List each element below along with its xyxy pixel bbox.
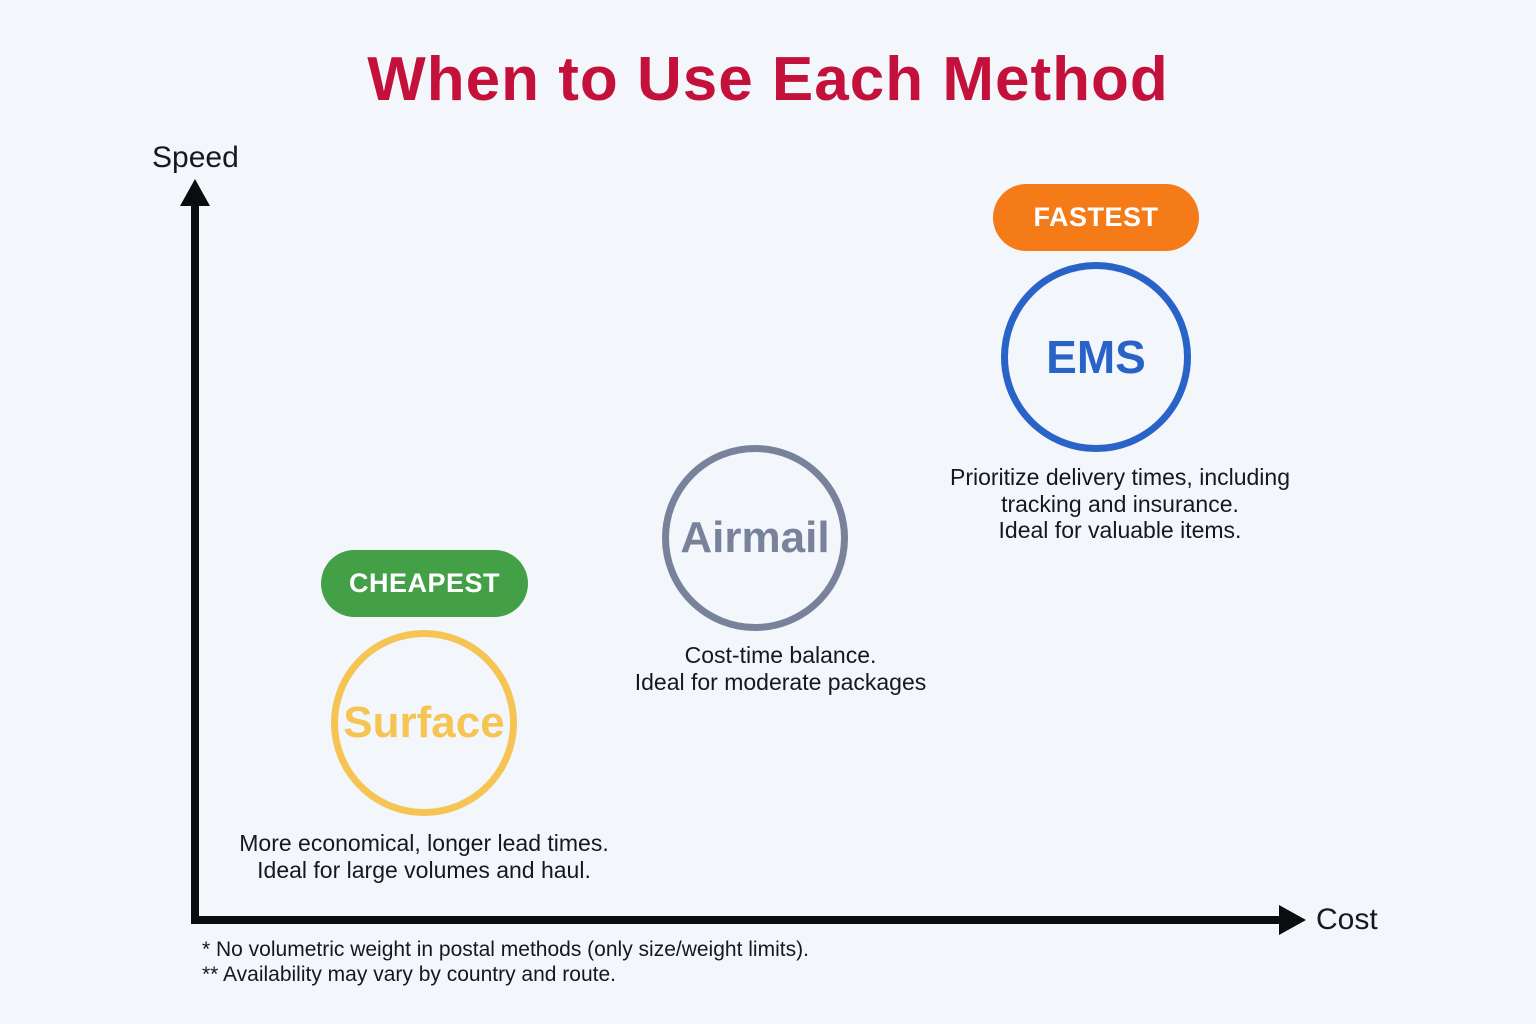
airmail-label: Airmail [680, 513, 830, 562]
x-axis-line [191, 916, 1283, 924]
y-axis-label: Speed [152, 141, 239, 174]
x-axis-arrowhead-icon [1279, 905, 1306, 935]
y-axis-line [191, 196, 199, 920]
footnotes: * No volumetric weight in postal methods… [202, 938, 809, 986]
x-axis-label: Cost [1316, 903, 1378, 936]
cheapest-badge-label: CHEAPEST [348, 568, 501, 598]
ems-label: EMS [1046, 331, 1146, 383]
airmail-description: Cost-time balance. Ideal for moderate pa… [634, 642, 927, 695]
page-title: When to Use Each Method [367, 45, 1169, 114]
fastest-badge-label: FASTEST [1033, 202, 1159, 232]
airmail-circle: Airmail [662, 445, 848, 631]
surface-label: Surface [343, 698, 505, 747]
cheapest-badge: CHEAPEST [321, 550, 528, 617]
fastest-badge: FASTEST [993, 184, 1199, 251]
surface-circle: Surface [331, 630, 517, 816]
surface-description: More economical, longer lead times. Idea… [239, 830, 609, 883]
ems-description: Prioritize delivery times, including tra… [949, 464, 1290, 544]
ems-circle: EMS [1001, 262, 1191, 452]
